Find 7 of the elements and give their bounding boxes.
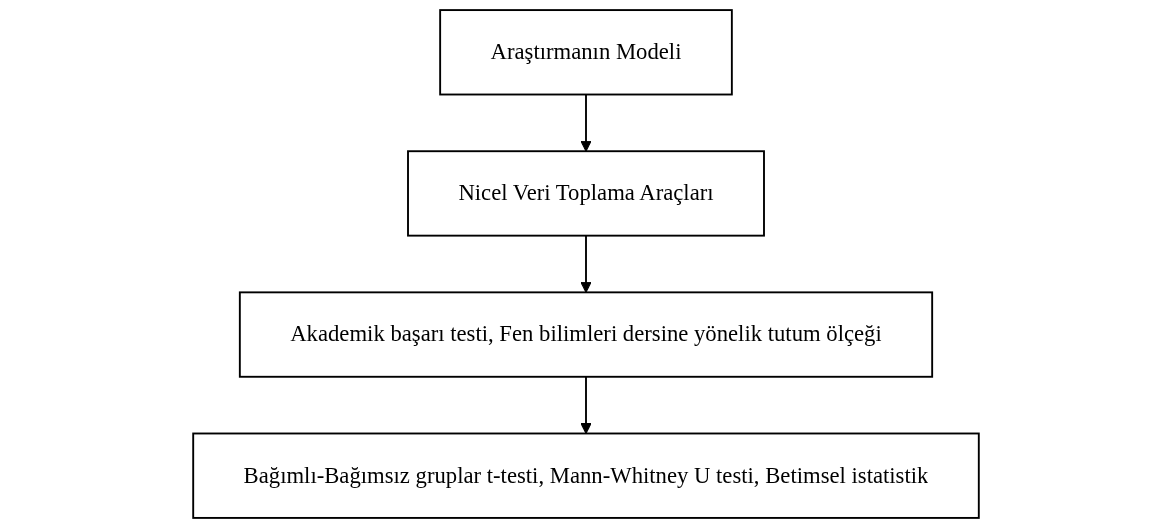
node-box: Araştırmanın Modeli — [439, 9, 733, 96]
node-box: Akademik başarı testi, Fen bilimleri dersine yönelik tutum ölçeği — [238, 291, 934, 378]
arrow — [580, 93, 592, 152]
arrow — [580, 234, 592, 293]
arrow — [580, 375, 592, 434]
node-box: Nicel Veri Toplama Araçları — [407, 150, 765, 237]
node-box: Bağımlı-Bağımsız gruplar t-testi, Mann-Whitney U testi, Betimsel istatistik — [192, 432, 980, 519]
